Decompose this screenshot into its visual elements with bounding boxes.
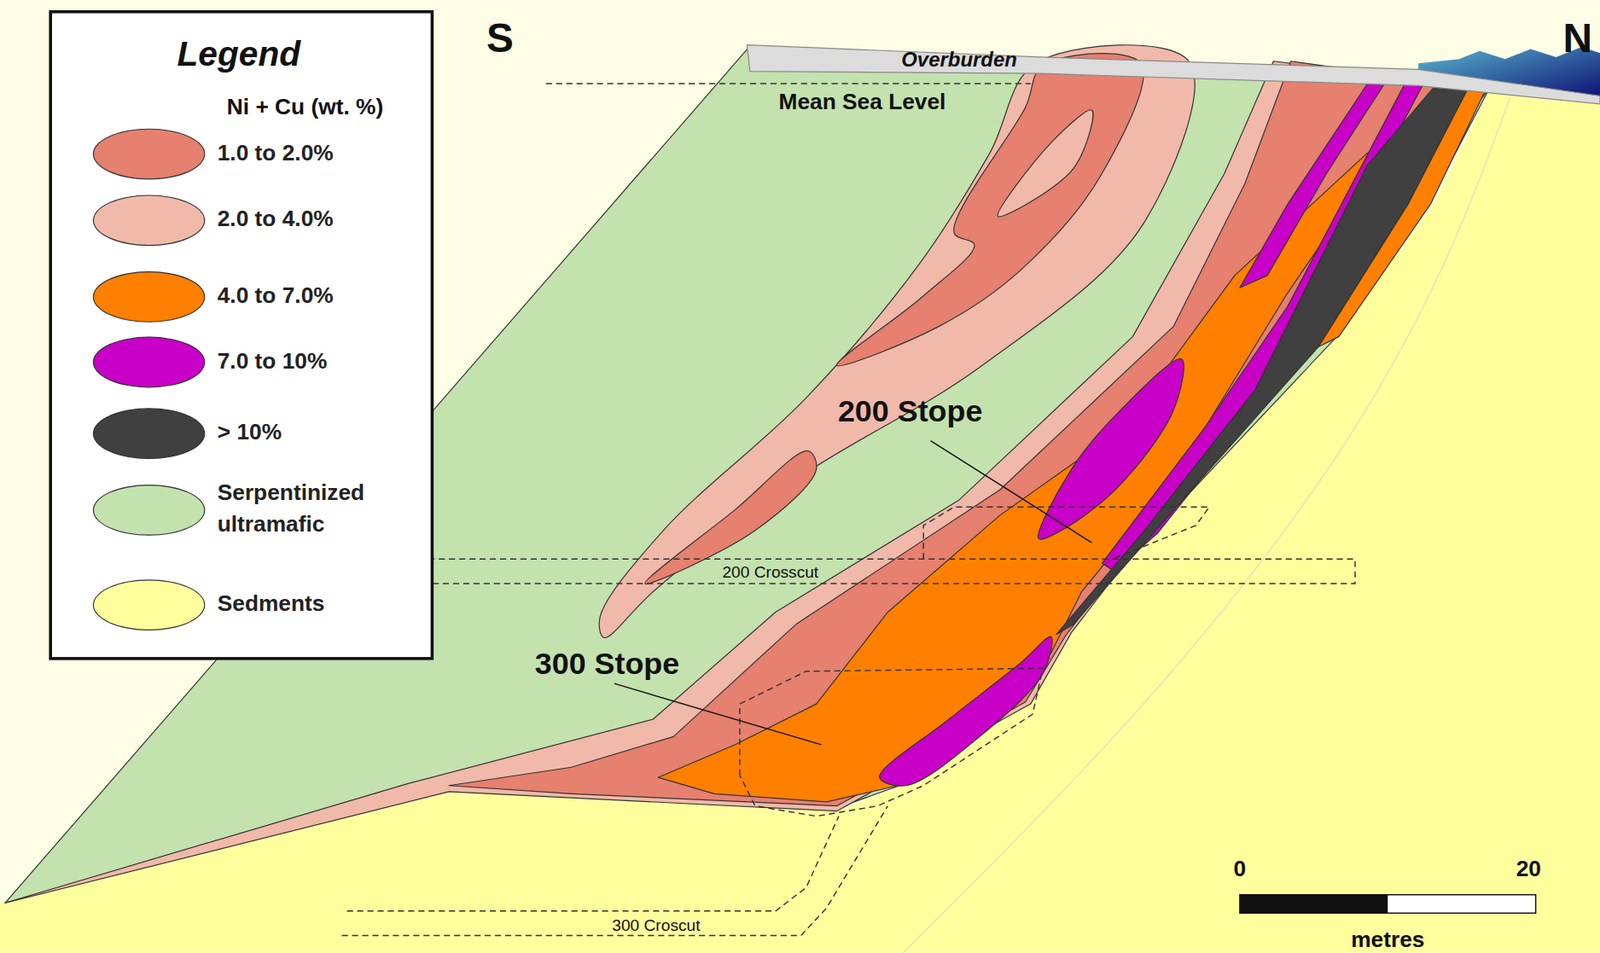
scale-bar-black: [1239, 895, 1388, 914]
legend-swatch: [93, 337, 206, 389]
crosscut-name: 200 Crosscut: [721, 563, 819, 582]
legend-label: > 10%: [217, 417, 417, 449]
legend-swatch: [93, 579, 206, 631]
crosscut-200: [428, 558, 1356, 584]
stope-name: 300 Stope: [535, 646, 680, 681]
ore-band-black: [1056, 81, 1470, 635]
ore-band-purple: [1101, 77, 1425, 572]
stope-300: [739, 668, 1043, 816]
stope-200: [923, 506, 1210, 559]
legend-label: 2.0 to 4.0%: [217, 203, 417, 236]
legend-swatch: [93, 128, 206, 181]
legend-heading: Ni + Cu (wt. %): [226, 94, 384, 120]
scale-number: 0: [1233, 856, 1247, 882]
ore-lens-inner: [997, 110, 1094, 217]
legend-label: 4.0 to 7.0%: [217, 279, 417, 312]
scale-unit: metres: [1350, 927, 1425, 953]
scale-number: 20: [1516, 856, 1542, 882]
legend-swatch: [93, 484, 206, 536]
scale-bar: [1239, 895, 1536, 914]
leader-line: [614, 683, 822, 745]
leader-line: [930, 441, 1093, 544]
crosscut-300: [342, 806, 889, 937]
legend-box: Legend Ni + Cu (wt. %) 1.0 to 2.0% 2.0 to 4…: [48, 10, 434, 661]
ore-lens-purple: [879, 636, 1053, 786]
crosscut-300: [347, 816, 839, 912]
ore-zone-red: [448, 61, 1485, 807]
sea-level-line: [546, 82, 1031, 84]
compass-south: S: [486, 15, 514, 61]
legend-title: Legend: [177, 34, 302, 74]
legend-swatch: [93, 194, 206, 246]
stope-name: 200 Stope: [837, 394, 983, 428]
ore-band-orange: [1318, 85, 1486, 347]
legend-label: Serpentinized ultramafic: [217, 477, 417, 542]
legend-swatch: [93, 407, 206, 460]
legend-label: 7.0 to 10%: [217, 345, 417, 378]
legend-swatch: [93, 271, 206, 323]
legend-label: Sedments: [217, 587, 417, 620]
compass-north: N: [1562, 15, 1593, 61]
crosscut-name: 300 Croscut: [611, 916, 700, 935]
level-name: Mean Sea Level: [778, 89, 946, 115]
legend-label: 1.0 to 2.0%: [217, 137, 417, 169]
unit-name: Overburden: [901, 47, 1018, 70]
